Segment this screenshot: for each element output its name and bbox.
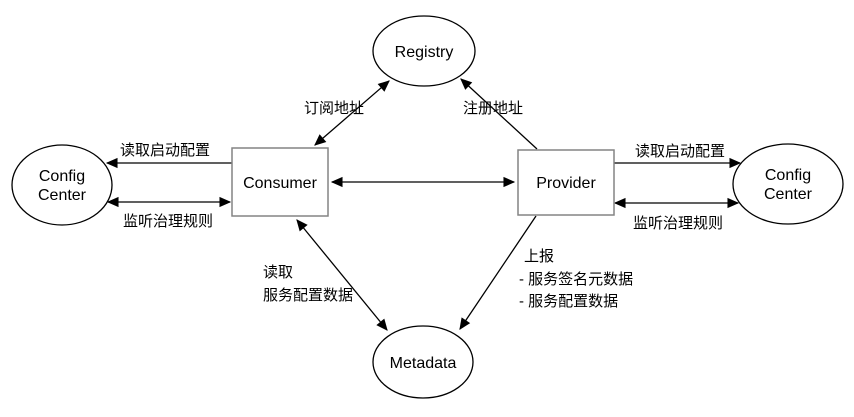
- consumer-read-startup-config-label: 读取启动配置: [120, 142, 210, 159]
- config-center-left-node: [11, 144, 113, 226]
- consumer-metadata-label-line1: 读取: [263, 264, 293, 281]
- config-center-left-label-line2: Center: [38, 187, 87, 204]
- edge-consumer-registry: [314, 80, 390, 146]
- consumer-listen-governance-rules-label: 监听治理规则: [123, 213, 213, 230]
- config-center-right-label-line2: Center: [764, 186, 813, 203]
- provider-metadata-label-line2: - 服务签名元数据: [519, 271, 633, 288]
- provider-listen-governance-rules-label: 监听治理规则: [633, 215, 723, 232]
- config-center-right-node: [732, 143, 844, 225]
- consumer-node: [231, 147, 329, 217]
- edge-provider-metadata: [459, 215, 537, 330]
- metadata-label: Metadata: [390, 355, 457, 372]
- provider-metadata-label-line1: 上报: [524, 248, 554, 265]
- provider-label: Provider: [536, 175, 596, 192]
- consumer-label: Consumer: [243, 175, 317, 192]
- registry-label: Registry: [395, 44, 454, 61]
- consumer-metadata-label-line2: 服务配置数据: [263, 287, 353, 304]
- registry-node: [372, 15, 476, 87]
- provider-node: [517, 149, 615, 216]
- provider-metadata-label-line3: - 服务配置数据: [519, 293, 618, 310]
- metadata-node: [372, 325, 474, 399]
- register-address-label: 注册地址: [463, 100, 523, 117]
- config-center-right-label-line1: Config: [765, 167, 811, 184]
- config-center-left-label-line1: Config: [39, 168, 85, 185]
- subscribe-address-label: 订阅地址: [304, 100, 364, 117]
- edge-consumer-metadata: [296, 219, 388, 331]
- edge-provider-registry: [460, 78, 538, 150]
- provider-read-startup-config-label: 读取启动配置: [635, 143, 725, 160]
